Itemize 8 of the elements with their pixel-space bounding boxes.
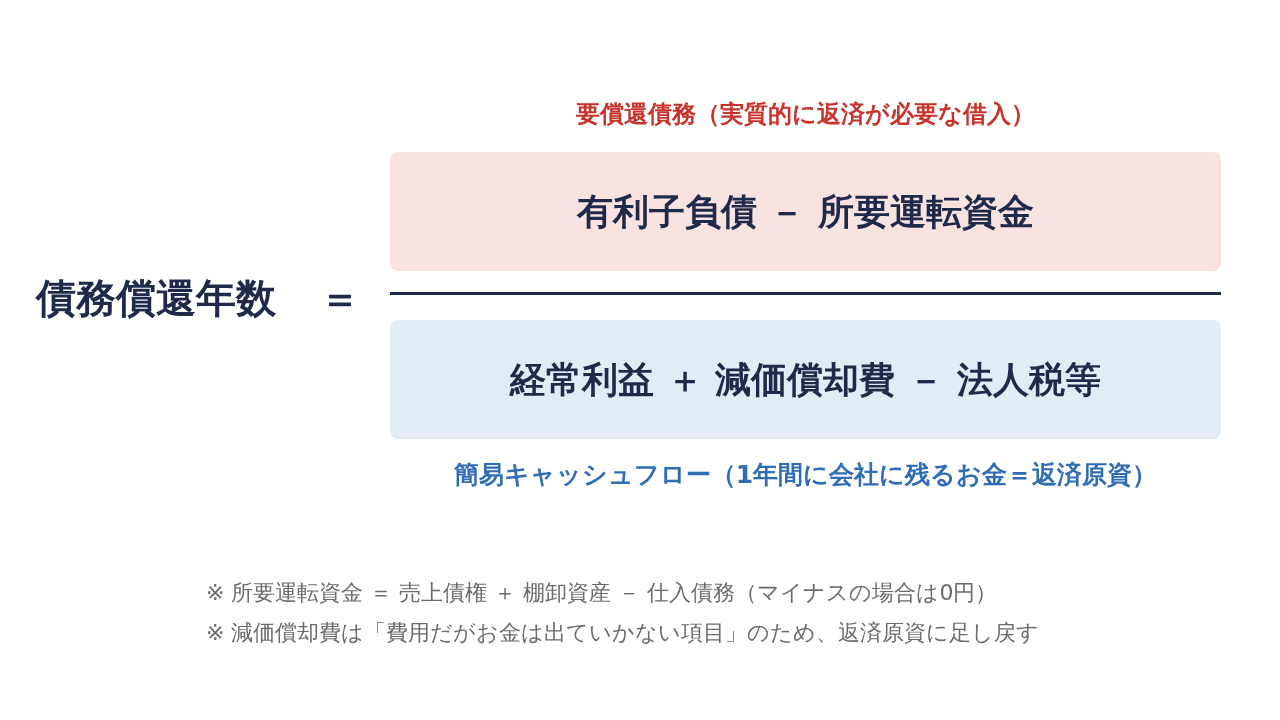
formula-term: 債務償還年数 (36, 274, 276, 323)
node-label: 要償還債務（実質的に返済が必要な借入） (576, 99, 1035, 130)
footnote: ※ 所要運転資金 ＝ 売上債権 ＋ 棚卸資産 － 仕入債務（マイナスの場合は0円） (206, 579, 998, 607)
formula-text: 経常利益 ＋ 減価償却費 － 法人税等 (510, 357, 1101, 402)
node-label: 簡易キャッシュフロー（1年間に会社に残るお金＝返済原資） (453, 459, 1158, 491)
equals-sign: ＝ (320, 274, 360, 323)
footnote: ※ 減価償却費は「費用だがお金は出ていかない項目」のため、返済原資に足し戻す (206, 619, 1040, 647)
formula-text: 有利子負債 － 所要運転資金 (576, 189, 1035, 234)
